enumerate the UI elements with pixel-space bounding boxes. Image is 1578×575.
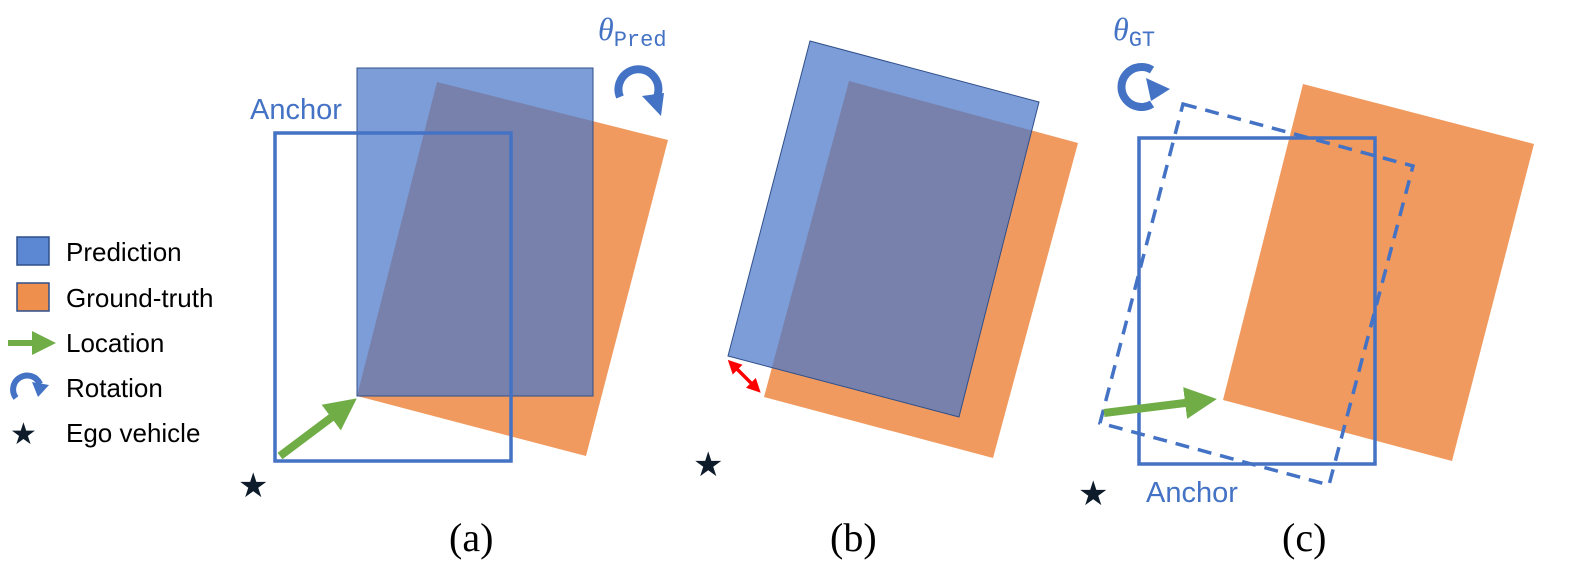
panel-c-theta-label: θGT xyxy=(1113,11,1155,53)
legend-ground-truth-swatch xyxy=(16,282,50,312)
legend-ego-vehicle-star-icon: ★ xyxy=(10,418,37,451)
panel-c-theta-subscript: GT xyxy=(1129,28,1155,53)
legend: Prediction Ground-truth Location Rotatio… xyxy=(8,236,213,451)
legend-ground-truth-label: Ground-truth xyxy=(66,283,213,313)
panel-a-anchor-label: Anchor xyxy=(250,94,342,126)
legend-location-label: Location xyxy=(66,328,164,358)
panel-a-prediction-box xyxy=(356,67,594,397)
panel-c-ground-truth-box xyxy=(1223,84,1534,461)
panel-a-anchor-box xyxy=(273,131,513,463)
panel-b-prediction-box xyxy=(727,40,1040,418)
panel-c-location-arrow xyxy=(1103,387,1217,419)
legend-prediction-swatch xyxy=(16,236,50,266)
panel-c-anchor-label: Anchor xyxy=(1146,477,1238,509)
panel-a: Anchor θPred ★ (a) xyxy=(238,11,668,560)
panel-c-caption: (c) xyxy=(1282,515,1326,560)
panel-c-rotation-arrow-icon xyxy=(1117,63,1170,111)
legend-rotation-label: Rotation xyxy=(66,373,163,403)
panel-a-theta-subscript: Pred xyxy=(614,28,667,53)
panel-c-anchor-box xyxy=(1137,136,1377,466)
panel-b-offset-error-arrow xyxy=(727,359,761,393)
legend-rotation-arrow-icon xyxy=(10,372,49,400)
panel-b-ego-vehicle-star-icon: ★ xyxy=(693,446,723,484)
legend-prediction-label: Prediction xyxy=(66,237,182,267)
panel-a-caption: (a) xyxy=(449,515,493,560)
legend-ego-vehicle-label: Ego vehicle xyxy=(66,418,200,448)
panel-a-theta-label: θPred xyxy=(598,11,667,53)
panel-a-rotation-arrow-icon xyxy=(614,65,664,116)
panel-a-location-arrow xyxy=(277,398,357,460)
panel-a-ego-vehicle-star-icon: ★ xyxy=(238,467,268,505)
panel-c-ego-vehicle-star-icon: ★ xyxy=(1078,475,1108,513)
panel-c: θGT Anchor ★ (c) xyxy=(1078,11,1534,560)
panel-b: ★ (b) xyxy=(693,40,1078,560)
panel-b-caption: (b) xyxy=(830,515,877,560)
